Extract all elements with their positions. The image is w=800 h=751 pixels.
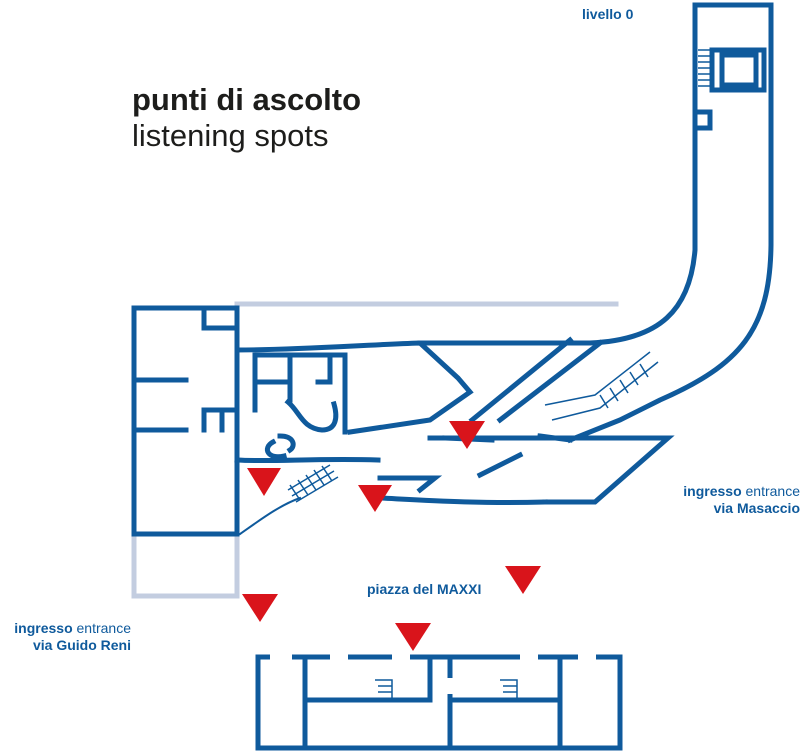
listening-spot-marker[interactable] [449,421,485,449]
listening-spot-marker[interactable] [395,623,431,651]
stairs [287,49,712,700]
north-wing-details [694,47,767,131]
level-label: livello 0 [582,6,634,22]
listening-spot-marker[interactable] [247,468,281,496]
courtyard-outline [131,301,619,599]
listening-spot-marker[interactable] [242,594,278,622]
door-gaps [270,652,596,694]
central-rooms [252,352,348,460]
title-english: listening spots [132,118,329,153]
title-italian: punti di ascolto [132,82,362,117]
listening-spot-marker[interactable] [358,485,392,512]
entrance-guido-reni-label: ingresso entrance via Guido Reni [14,620,131,653]
long-gallery [234,2,774,444]
main-building [131,305,240,537]
listening-spot-marker[interactable] [505,566,541,594]
piazza-label: piazza del MAXXI [367,581,482,597]
lower-building [255,654,623,751]
map-title: punti di ascolto listening spots [132,82,361,154]
connecting-corridor [234,456,548,536]
entrance-masaccio-label: ingresso entrance via Masaccio [683,483,800,516]
